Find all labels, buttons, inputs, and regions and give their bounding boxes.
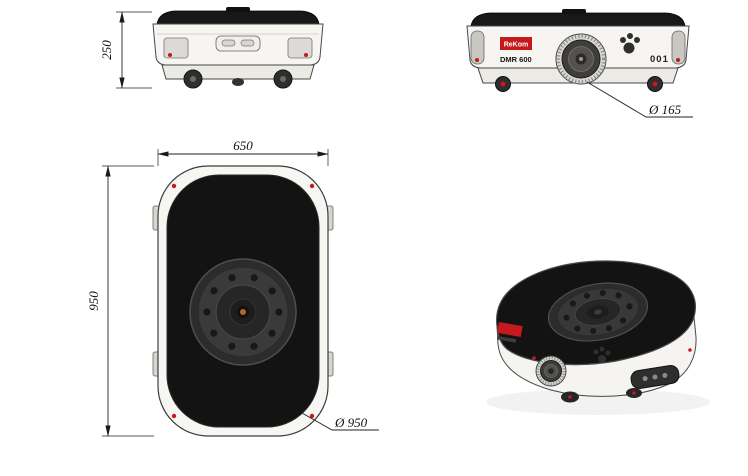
dim-label-950: 950 [86, 291, 101, 311]
side-slot-right [240, 39, 255, 47]
dim-label-650: 650 [233, 138, 253, 153]
dimension-height-250: 250 [99, 11, 152, 89]
front-wheel-left-hub [500, 81, 506, 87]
dimension-body-diameter: Ø 950 [301, 412, 379, 431]
iso-turntable [547, 282, 649, 342]
dimension-wheel-diameter: Ø 165 [586, 81, 693, 118]
wheel-knurl-ring [556, 34, 606, 84]
side-right-module [287, 37, 313, 59]
front-view-body: ReKom DMR 600 001 [466, 9, 690, 92]
dim-label-250: 250 [99, 40, 114, 60]
side-wheel-right-hub [280, 76, 286, 82]
front-red-indicator-right [676, 58, 680, 62]
brand-logo-text: ReKom [504, 42, 529, 49]
front-left-cap [470, 30, 485, 65]
iso-bolt-ring [563, 289, 633, 335]
iso-shadow [486, 389, 710, 415]
front-view: ReKom DMR 600 001 [466, 9, 693, 118]
plan-view: 650 950 [86, 138, 379, 437]
iso-model-text-mark [496, 335, 517, 343]
front-drive-wheel [555, 33, 607, 85]
iso-drive-wheel [535, 355, 567, 387]
side-left-module [163, 37, 189, 59]
side-caster [232, 78, 244, 86]
side-slot-left [221, 39, 236, 47]
plan-view-body [152, 165, 334, 437]
plan-red-corner-bl [171, 413, 177, 419]
iso-red-indicator-right [688, 348, 692, 352]
iso-wheel-right-hub [632, 391, 636, 395]
side-red-indicator-left [168, 53, 172, 57]
iso-brand-logo-badge [496, 322, 523, 343]
emblem-icon [620, 33, 640, 54]
brand-logo-badge [500, 37, 532, 50]
side-top-plate [156, 10, 320, 25]
dimension-length-950: 950 [86, 165, 154, 437]
front-top-module [562, 9, 586, 14]
dim-label-950-diameter: Ø 950 [334, 415, 368, 430]
iso-rear-connector-panel [630, 365, 680, 389]
side-view: 250 [99, 7, 324, 89]
front-right-cap [671, 30, 686, 65]
plan-turntable [189, 258, 297, 366]
plan-red-corner-br [309, 413, 315, 419]
isometric-view [486, 260, 710, 415]
iso-red-indicator-left [532, 356, 536, 360]
turntable-center-sensor [240, 309, 246, 315]
side-red-indicator-right [304, 53, 308, 57]
unit-number-label: 001 [650, 54, 669, 65]
front-top-plate [470, 12, 686, 27]
front-wheel-right-hub [652, 81, 658, 87]
turntable-bolt-ring [203, 272, 283, 352]
iso-wheel-left-hub [568, 395, 572, 399]
side-top-module [226, 7, 250, 12]
iso-emblem-icon [593, 346, 611, 363]
dim-label-165: Ø 165 [648, 102, 682, 117]
plan-red-corner-tr [309, 183, 315, 189]
side-view-body [152, 7, 324, 89]
model-label: DMR 600 [500, 55, 532, 64]
plan-red-corner-tl [171, 183, 177, 189]
dimension-width-650: 650 [157, 138, 329, 166]
front-red-indicator-left [475, 58, 479, 62]
side-wheel-left-hub [190, 76, 196, 82]
